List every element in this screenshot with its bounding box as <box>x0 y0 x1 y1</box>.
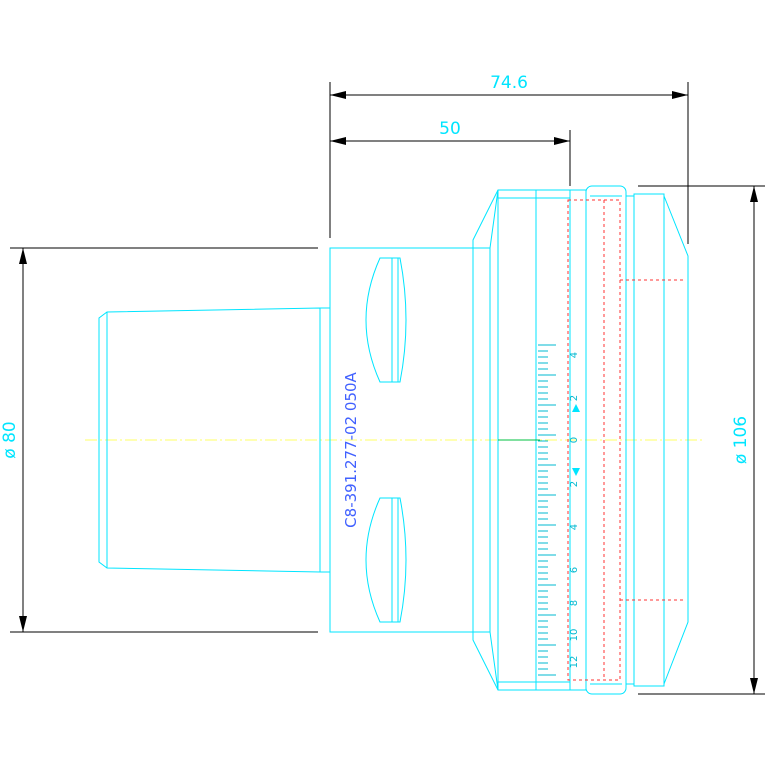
scale-label: 10 <box>569 629 580 642</box>
vernier-scale-labels: 4 2 0 2 4 6 8 10 12 <box>569 352 580 669</box>
dim-text-body-length: 50 <box>439 119 461 139</box>
hidden-bore <box>567 199 621 681</box>
scale-label: 4 <box>569 352 580 358</box>
dimension-lines <box>10 82 765 695</box>
arrow-head <box>19 616 27 632</box>
arrow-head <box>19 248 27 264</box>
drive-slot-top <box>365 257 407 383</box>
hidden-lines <box>567 199 686 681</box>
dim-text-overall-length: 74.6 <box>490 73 528 93</box>
dim-text-shank-diameter: ø 80 <box>0 421 20 458</box>
drive-slot-bottom <box>365 497 407 623</box>
scale-label: 6 <box>569 567 580 573</box>
dimension-arrows <box>19 91 758 694</box>
scale-label: 12 <box>569 656 580 669</box>
arrow-head <box>750 186 758 202</box>
scale-label: 0 <box>569 437 580 443</box>
scale-arrow-down <box>572 468 580 476</box>
scale-label: 2 <box>569 395 580 401</box>
scale-label: 2 <box>569 481 580 487</box>
arrow-head <box>330 91 346 99</box>
flange-head <box>472 185 689 695</box>
arrow-head <box>330 137 346 145</box>
part-label: C8-391.277-02 050A <box>342 371 360 527</box>
clamp-ring <box>585 185 627 695</box>
arrow-head <box>554 137 570 145</box>
dim-text-flange-diameter: ø 106 <box>731 416 751 464</box>
arrow-head <box>672 91 688 99</box>
nose-cone <box>663 195 689 685</box>
scale-arrow-up <box>572 404 580 412</box>
scale-label: 4 <box>569 524 580 530</box>
scale-label: 8 <box>569 600 580 606</box>
vernier-scale <box>538 344 556 676</box>
shank <box>98 307 330 573</box>
chamfer-ring <box>489 189 499 691</box>
arrow-head <box>750 678 758 694</box>
